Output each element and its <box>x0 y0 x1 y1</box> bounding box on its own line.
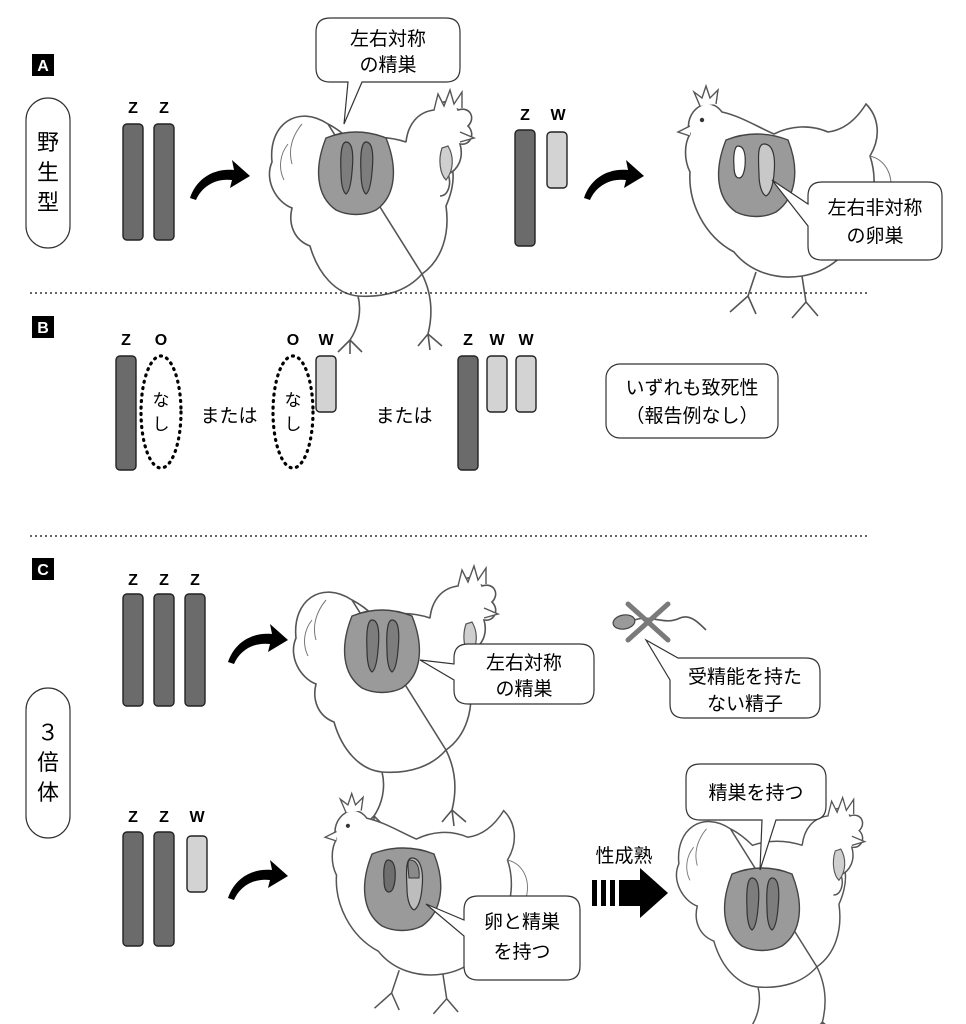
triploid-label-pill <box>25 687 71 839</box>
bubble-text-line-1: 左右非対称 <box>827 197 922 219</box>
bubble-text-line-1: 左右対称 <box>486 652 562 674</box>
z-chromosome <box>115 355 137 471</box>
chromosome-label: W <box>550 107 566 124</box>
curved-arrow-icon <box>228 860 288 900</box>
wild-type-label-char-2: 生 <box>37 161 59 186</box>
z-chromosome <box>514 129 536 247</box>
chromosome-label: Z <box>159 100 169 117</box>
maturation-label: 性成熟 <box>595 845 652 867</box>
panel-b: B Z O な し または O W な し または Z W W いずれも致死性 … <box>32 316 779 471</box>
wild-type-label-char-3: 型 <box>37 191 59 216</box>
chromosome-label: W <box>318 332 334 349</box>
z-chromosome <box>153 831 175 947</box>
lethal-note-line-2: （報告例なし） <box>625 405 758 427</box>
absent-text-char-2: し <box>153 415 170 435</box>
absent-chromosome <box>139 354 183 470</box>
bubble-text-line-1: 卵と精巣 <box>484 911 560 933</box>
absent-text-char-1: な <box>153 391 170 411</box>
symmetric-testes <box>723 867 801 952</box>
bubble-text-line-2: の精巣 <box>359 54 416 76</box>
lethal-note-line-1: いずれも致死性 <box>625 377 758 399</box>
w-chromosome <box>546 131 568 189</box>
wild-type-label-pill <box>25 97 71 249</box>
z-chromosome <box>153 593 175 707</box>
lethal-note-box: いずれも致死性 （報告例なし） <box>605 363 779 439</box>
curved-arrow-icon <box>584 160 644 200</box>
speech-bubble: 左右対称 の精巣 <box>419 643 595 705</box>
z-chromosome <box>122 123 144 241</box>
chromosome-label: Z <box>159 572 169 589</box>
triploid-label-char-3: 体 <box>37 781 59 806</box>
chromosome-label: W <box>189 809 205 826</box>
chromosome-label: W <box>518 332 534 349</box>
or-text: または <box>375 405 432 427</box>
panel-c-letter: C <box>37 562 49 579</box>
cross-icon <box>625 601 671 643</box>
z-chromosome <box>457 355 479 471</box>
bubble-text-line-1: 受精能を持た <box>688 666 802 688</box>
symmetric-testes <box>317 131 395 216</box>
w-chromosome <box>186 835 208 893</box>
chromosome-label: Z <box>190 572 200 589</box>
chromosome-label: Z <box>128 100 138 117</box>
symmetric-testes <box>343 609 421 694</box>
absent-chromosome <box>271 354 315 470</box>
chromosome-label: Z <box>159 809 169 826</box>
or-text: または <box>200 405 257 427</box>
absent-text-char-1: な <box>285 391 302 411</box>
panel-b-letter-box <box>32 316 54 338</box>
z-chromosome <box>184 593 206 707</box>
speech-bubble: 卵と精巣 を持つ <box>425 895 581 981</box>
chromosome-label: O <box>155 332 167 349</box>
curved-arrow-icon <box>190 160 250 200</box>
asymmetric-ovary <box>717 133 796 218</box>
panel-c: C ３ 倍 体 Z Z Z 左右対称 の精巣 受精能を持た <box>25 558 866 1024</box>
z-chromosome <box>122 831 144 947</box>
bubble-text-line-2: の卵巣 <box>846 225 903 247</box>
chromosome-label: Z <box>520 107 530 124</box>
curved-arrow-icon <box>228 624 288 664</box>
bubble-text-line-2: を持つ <box>493 941 550 963</box>
infertile-sperm-icon <box>612 601 707 643</box>
bubble-text: 精巣を持つ <box>708 782 803 804</box>
chromosome-label: Z <box>121 332 131 349</box>
bubble-text-line-2: の精巣 <box>495 678 552 700</box>
wild-type-label-char-1: 野 <box>37 131 59 156</box>
panel-a-letter-box <box>32 54 54 76</box>
panel-c-letter-box <box>32 558 54 580</box>
ovotestis <box>363 847 442 932</box>
chromosome-label: Z <box>128 572 138 589</box>
speech-bubble: 受精能を持た ない精子 <box>644 638 821 719</box>
w-chromosome <box>486 355 508 413</box>
z-chromosome <box>122 593 144 707</box>
panel-a-letter: A <box>37 58 49 75</box>
speech-bubble: 左右非対称 の卵巣 <box>771 179 943 261</box>
w-chromosome <box>315 355 337 413</box>
absent-text-char-2: し <box>285 415 302 435</box>
chromosome-label: Z <box>463 332 473 349</box>
triploid-label-char-1: ３ <box>37 721 59 746</box>
bubble-text-line-1: 左右対称 <box>350 28 426 50</box>
rooster-illustration <box>268 89 475 355</box>
chromosome-label: Z <box>128 809 138 826</box>
speech-bubble: 左右対称 の精巣 <box>315 17 461 125</box>
chromosome-label: O <box>287 332 299 349</box>
w-chromosome <box>515 355 537 413</box>
bubble-text-line-2: ない精子 <box>707 693 783 715</box>
panel-b-letter: B <box>37 320 49 337</box>
triploid-label-char-2: 倍 <box>37 751 59 776</box>
maturation-arrow-icon <box>592 868 668 918</box>
speech-bubble: 精巣を持つ <box>685 763 827 871</box>
chromosome-label: W <box>489 332 505 349</box>
panel-a: A 野 生 型 Z Z 左右対称 の精巣 Z W 左右 <box>25 17 943 355</box>
z-chromosome <box>153 123 175 241</box>
